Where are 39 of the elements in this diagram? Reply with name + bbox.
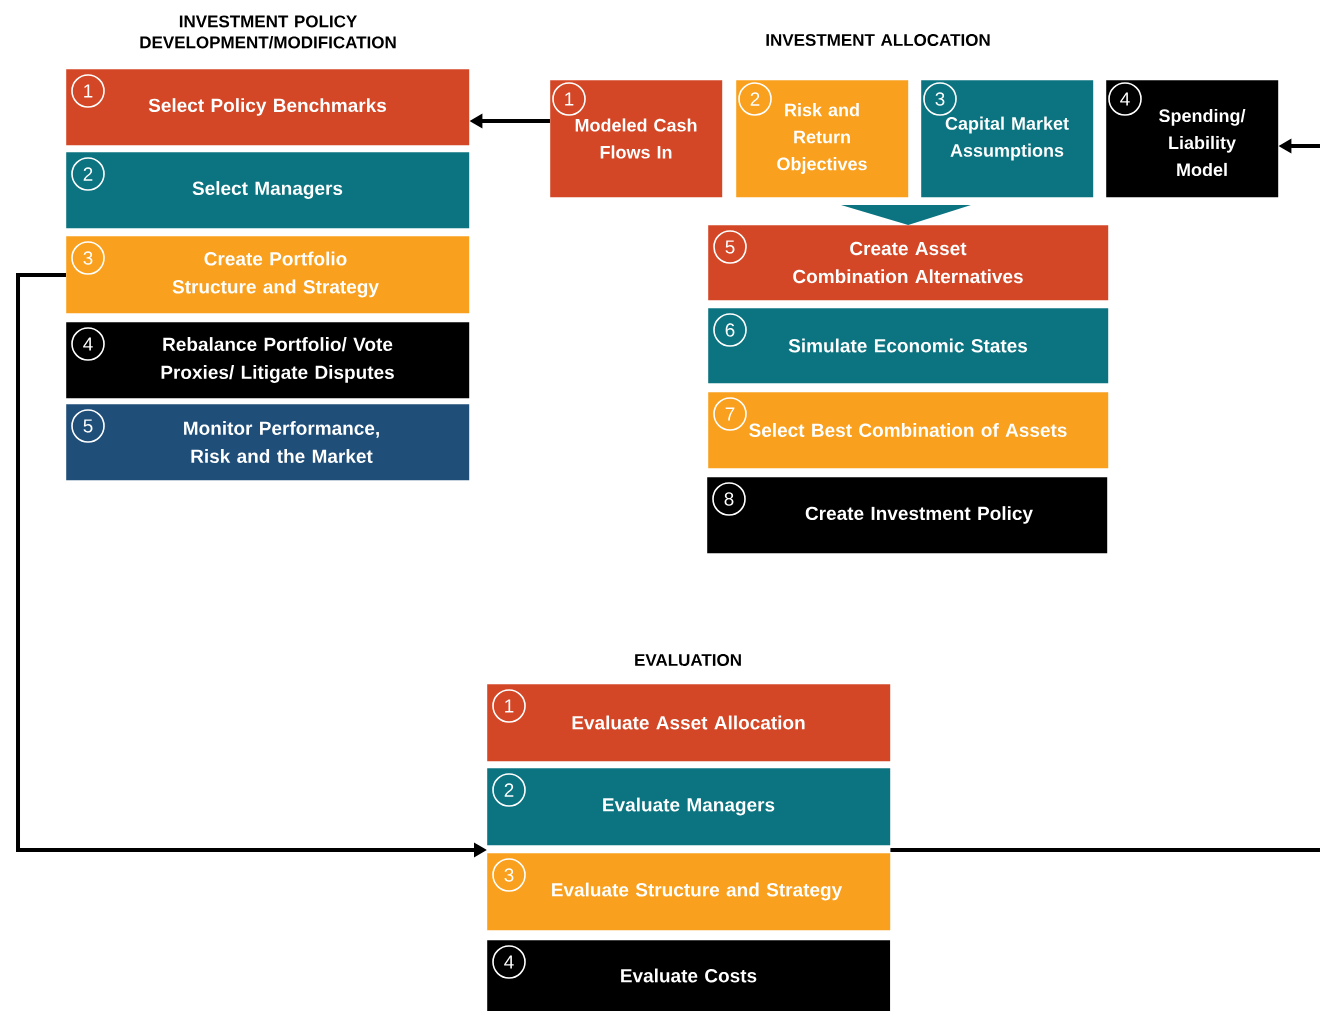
step-number: 8 xyxy=(712,482,746,516)
process-box: 2 Risk and Return Objectives xyxy=(736,80,909,198)
step-number: 2 xyxy=(71,157,105,191)
step-number: 2 xyxy=(738,82,772,116)
section-heading: EVALUATION xyxy=(635,654,741,666)
process-box: 7 Select Best Combination of Assets xyxy=(708,392,1109,469)
step-number: 1 xyxy=(492,689,526,723)
section-heading: INVESTMENT ALLOCATION xyxy=(766,34,990,46)
process-box: 4 Evaluate Costs xyxy=(487,940,891,1011)
process-box: 4 Rebalance Portfolio/ Vote Proxies/ Litigate Disputes xyxy=(66,322,470,399)
process-box: 5 Create Asset Combination Alternatives xyxy=(708,225,1109,301)
step-number: 5 xyxy=(713,230,747,264)
step-number: 4 xyxy=(492,945,526,979)
process-box: 4 Spending/ Liability Model xyxy=(1106,80,1279,198)
process-box: 3 Create Portfolio Structure and Strategy xyxy=(66,236,470,314)
step-number: 4 xyxy=(71,327,105,361)
chevron-arrow xyxy=(841,205,971,225)
process-box: 6 Simulate Economic States xyxy=(708,308,1109,384)
process-box: 8 Create Investment Policy xyxy=(707,477,1108,554)
step-number: 2 xyxy=(492,773,526,807)
process-box: 1 Evaluate Asset Allocation xyxy=(487,684,891,762)
connector-line xyxy=(890,848,1320,852)
step-number: 7 xyxy=(713,397,747,431)
step-number: 1 xyxy=(552,82,586,116)
step-number: 3 xyxy=(492,858,526,892)
process-box: 5 Monitor Performance, Risk and the Market xyxy=(66,404,470,481)
step-number: 6 xyxy=(713,313,747,347)
step-number: 4 xyxy=(1108,82,1142,116)
section-heading: INVESTMENT POLICY DEVELOPMENT/MODIFICATION xyxy=(140,15,396,49)
process-box: 3 Evaluate Structure and Strategy xyxy=(487,853,891,931)
process-box: 1 Select Policy Benchmarks xyxy=(66,69,470,146)
step-number: 1 xyxy=(71,74,105,108)
process-box: 3 Capital Market Assumptions xyxy=(921,80,1094,198)
step-number: 5 xyxy=(71,409,105,443)
process-box: 2 Select Managers xyxy=(66,152,470,229)
step-number: 3 xyxy=(71,241,105,275)
process-box: 2 Evaluate Managers xyxy=(487,768,891,846)
process-box: 1 Modeled Cash Flows In xyxy=(550,80,723,198)
step-number: 3 xyxy=(923,82,957,116)
